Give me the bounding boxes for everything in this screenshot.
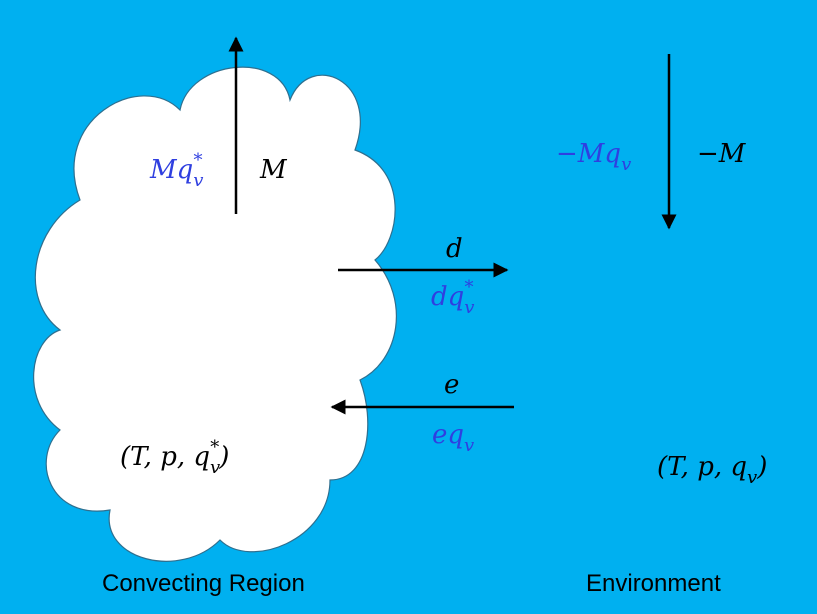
detrainment-mass-label: d: [446, 234, 463, 264]
cloud-shape: [33, 66, 397, 562]
cloud-state-label: (T, p, qv*): [120, 437, 229, 478]
updraft-mass-label: M: [259, 155, 288, 185]
subsidence-moisture-label: −Mqv: [556, 139, 631, 175]
entrainment-mass-label: e: [444, 370, 459, 400]
environment-label: Environment: [586, 570, 721, 597]
environment-state-label: (T, p, qv): [657, 452, 767, 488]
entrainment-moisture-label: eqv: [432, 420, 474, 456]
updraft-moisture-label: Mqv*: [149, 150, 203, 191]
detrainment-moisture-label: dqv*: [431, 277, 474, 318]
subsidence-mass-label: −M: [697, 139, 747, 169]
convecting-region-label: Convecting Region: [102, 570, 305, 597]
